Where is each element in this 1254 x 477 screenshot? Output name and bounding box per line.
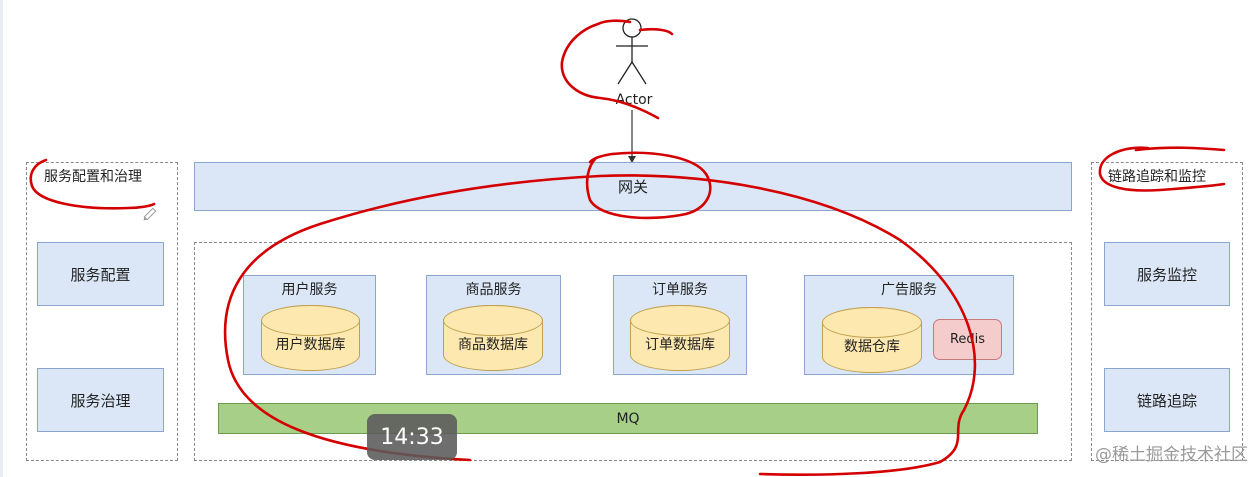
mq-bar: MQ xyxy=(218,403,1038,434)
service-monitor-box: 服务监控 xyxy=(1104,242,1230,306)
gateway-circle-annotation xyxy=(585,151,712,220)
user-database-cylinder: 用户数据库 xyxy=(261,305,360,371)
right-panel-title: 链路追踪和监控 xyxy=(1108,169,1206,185)
product-database-cylinder: 商品数据库 xyxy=(443,305,543,371)
service-title: 商品服务 xyxy=(465,282,522,298)
services-container xyxy=(194,242,1072,461)
right-monitor-panel xyxy=(1091,162,1243,461)
arrow-head-icon xyxy=(628,156,636,163)
right-title-annotation xyxy=(1098,146,1226,192)
video-timestamp-badge: 14:33 xyxy=(367,414,457,460)
trace-box: 链路追踪 xyxy=(1104,368,1230,432)
left-panel-title: 服务配置和治理 xyxy=(44,169,142,185)
service-title: 订单服务 xyxy=(652,282,708,298)
service-governance-box: 服务治理 xyxy=(37,368,164,432)
big-loop-annotation xyxy=(223,174,977,476)
service-config-box: 服务配置 xyxy=(37,242,164,306)
redis-box: Redis xyxy=(933,319,1002,360)
service-title: 广告服务 xyxy=(881,282,937,298)
left-title-annotation xyxy=(29,158,156,210)
left-config-panel xyxy=(26,162,178,461)
data-warehouse-cylinder: 数据仓库 xyxy=(822,307,922,373)
watermark-text: @稀土掘金技术社区 xyxy=(1095,445,1248,465)
gateway-bar: 网关 xyxy=(194,162,1072,211)
actor-circle-annotation xyxy=(560,22,660,120)
left-edge-strip xyxy=(0,0,3,477)
service-title: 用户服务 xyxy=(281,282,338,298)
order-database-cylinder: 订单数据库 xyxy=(630,305,730,371)
